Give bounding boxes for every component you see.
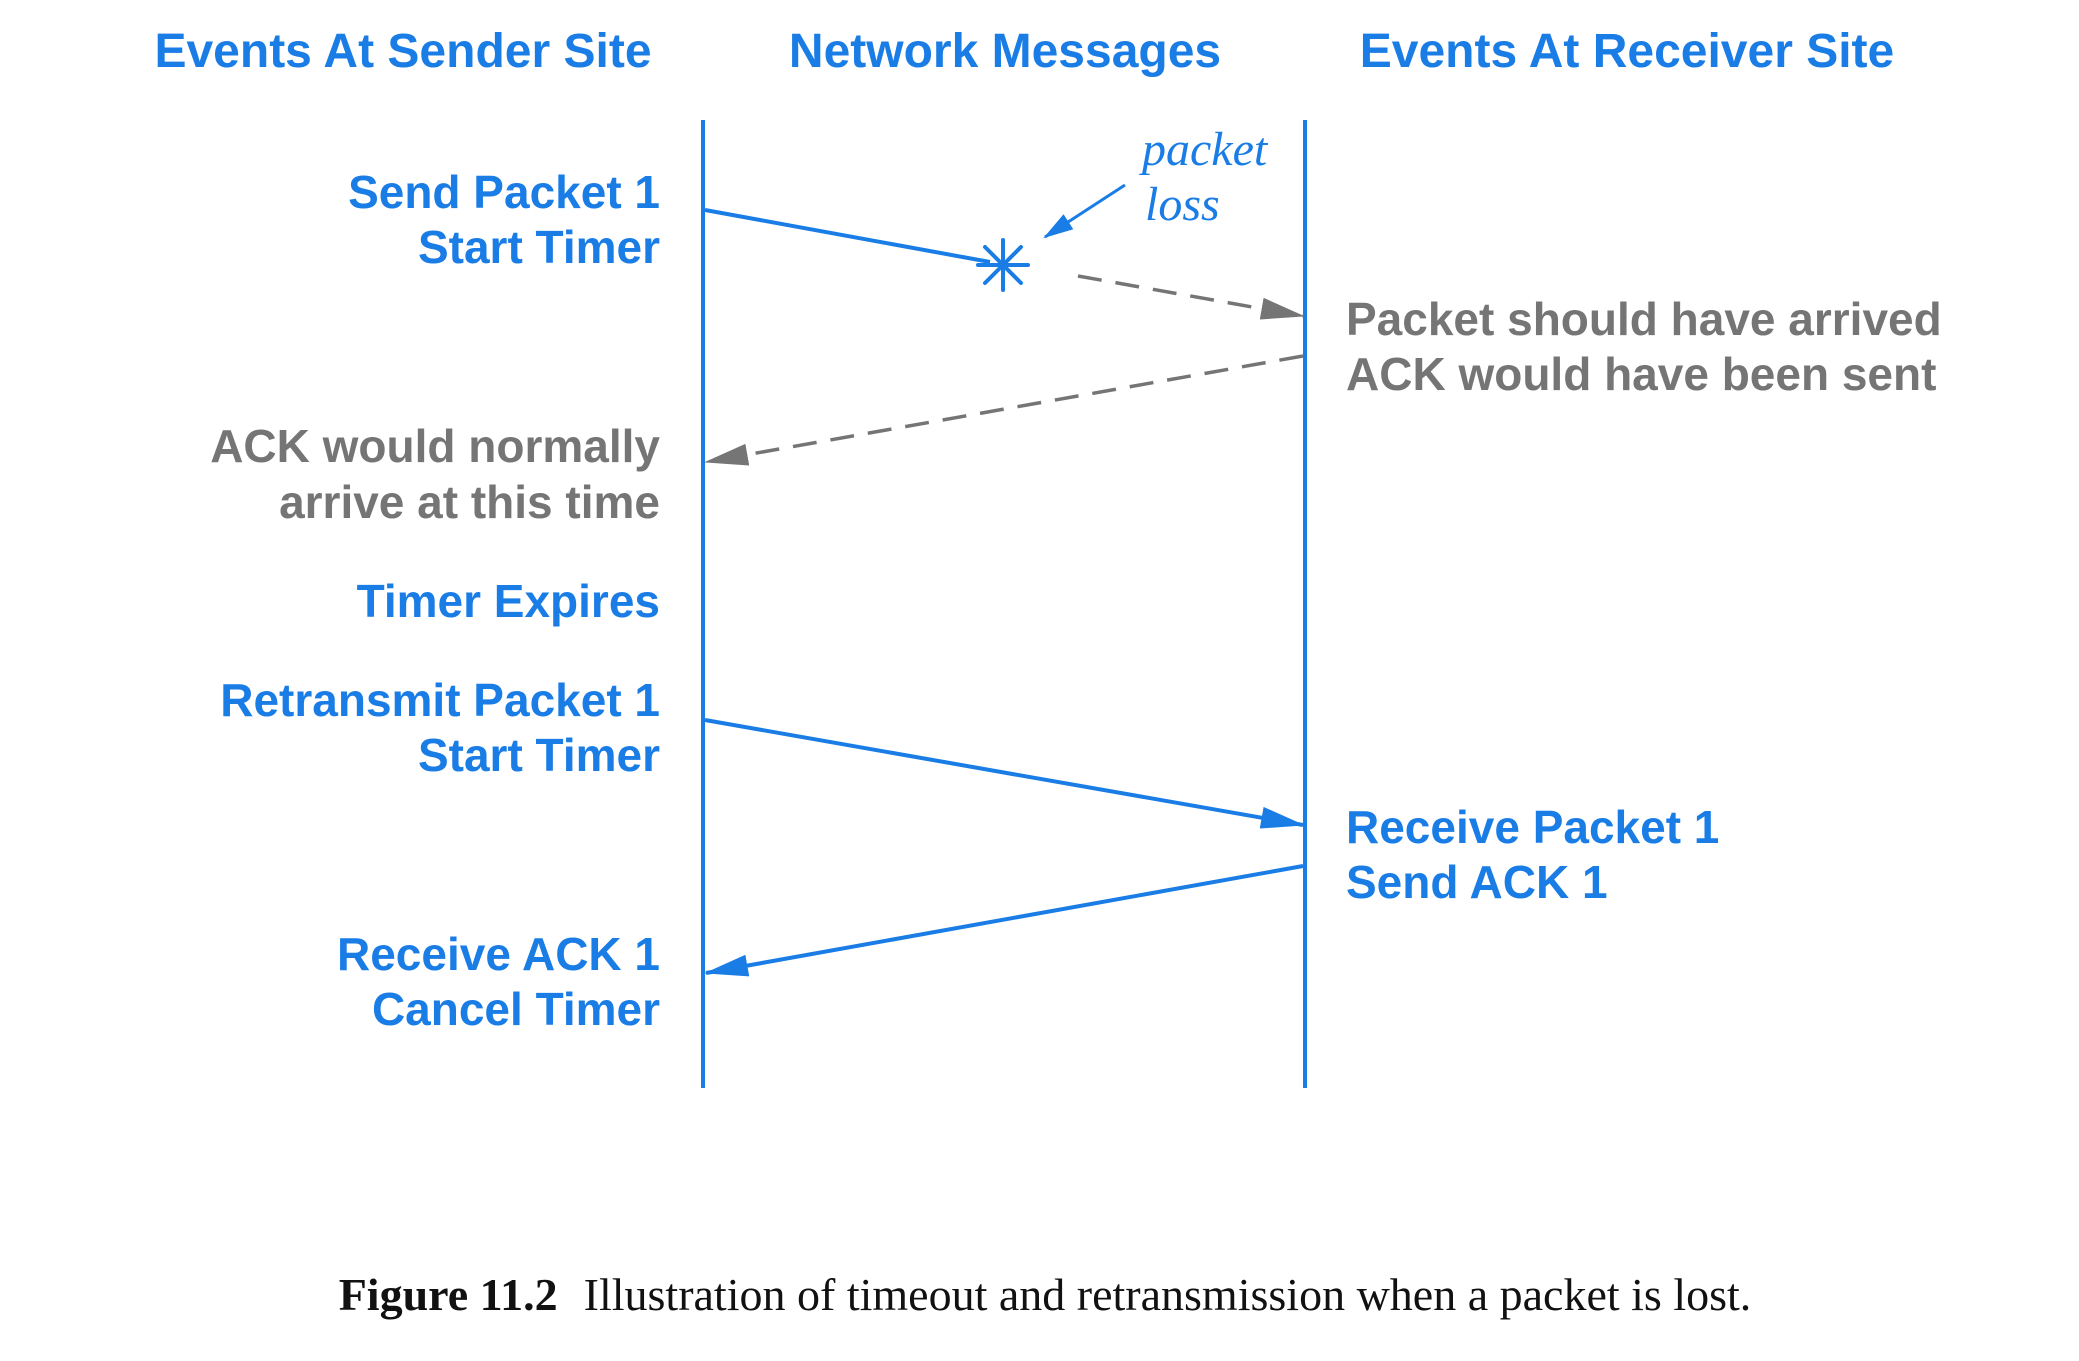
sender-send-packet: Send Packet 1 — [348, 166, 660, 218]
sender-timer-expires: Timer Expires — [357, 575, 660, 627]
packet-loss-note-1: packet — [1139, 123, 1269, 176]
caption-label: Figure 11.2 — [339, 1269, 558, 1320]
expected-ack-dashed-arrow — [704, 354, 1304, 466]
sender-cancel-timer: Cancel Timer — [372, 983, 660, 1035]
sender-start-timer: Start Timer — [418, 221, 660, 273]
sender-receive-ack: Receive ACK 1 — [337, 928, 660, 980]
packet-loss-star-icon — [976, 238, 1030, 292]
retransmit-packet-arrow — [704, 718, 1305, 829]
packet-loss-pointer — [1043, 183, 1126, 239]
sender-ack-normal-2: arrive at this time — [279, 476, 660, 528]
sender-ack-normal-1: ACK would normally — [210, 420, 660, 472]
receiver-ack-would-send: ACK would have been sent — [1346, 348, 1936, 400]
header-sender: Events At Sender Site — [154, 25, 651, 78]
sender-restart-timer: Start Timer — [418, 729, 660, 781]
header-network: Network Messages — [789, 25, 1221, 78]
caption-text: Illustration of timeout and retransmissi… — [584, 1269, 1752, 1320]
ack1-arrow — [704, 864, 1304, 977]
sender-retransmit: Retransmit Packet 1 — [220, 674, 660, 726]
receiver-receive-packet: Receive Packet 1 — [1346, 801, 1719, 853]
figure-caption: Figure 11.2 Illustration of timeout and … — [339, 1269, 1752, 1320]
receiver-should-arrived: Packet should have arrived — [1346, 293, 1942, 345]
packet1-message-line — [704, 208, 991, 264]
expected-packet-dashed-arrow — [1077, 274, 1305, 320]
packet-loss-note-2: loss — [1145, 178, 1220, 231]
receiver-send-ack: Send ACK 1 — [1346, 856, 1608, 908]
header-receiver: Events At Receiver Site — [1360, 25, 1894, 78]
